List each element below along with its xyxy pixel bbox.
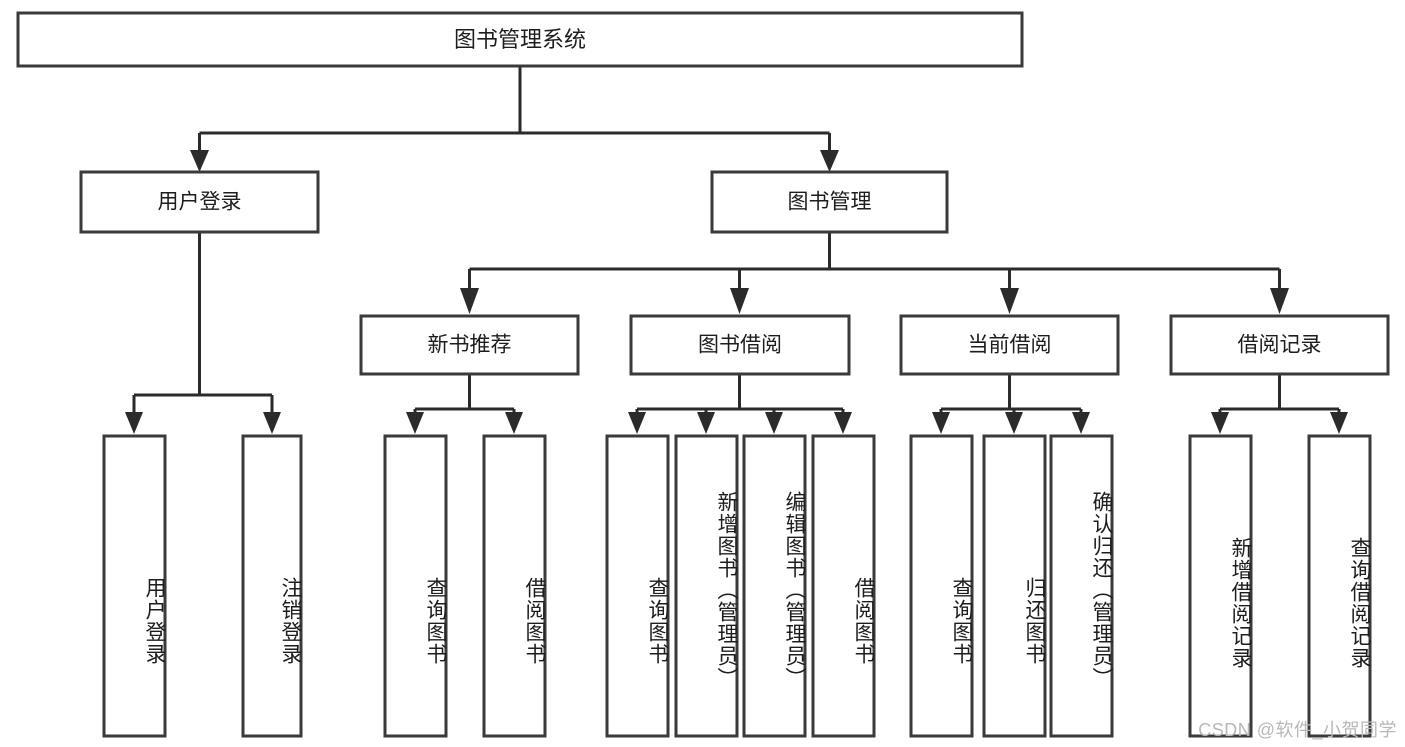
node-user-login[interactable] (79, 170, 320, 234)
connector-user-login-bus (132, 232, 274, 414)
connector-book-borrow-bus (635, 374, 845, 414)
node-leaf-edit-book-admin[interactable] (742, 434, 807, 738)
connector-layer (132, 66, 1341, 414)
connector-new-book-recommend-bus (413, 374, 516, 414)
node-leaf-query-book-3[interactable] (909, 434, 974, 738)
arrowhead-to-new-book-recommend (460, 288, 479, 314)
node-current-borrow-label: 当前借阅 (968, 334, 1052, 357)
arrowhead-to-user-login (190, 150, 209, 172)
arrowhead-to-leaf-borrow-book-1 (505, 412, 523, 434)
arrowhead-to-current-borrow (1000, 288, 1019, 314)
arrowhead-to-book-borrow (730, 288, 749, 314)
arrowhead-to-leaf-add-record (1211, 412, 1229, 434)
node-new-book-recommend-label: 新书推荐 (428, 334, 512, 357)
node-book-management-label: 图书管理 (788, 191, 872, 214)
node-leaf-query-record[interactable] (1307, 434, 1372, 738)
arrowhead-to-leaf-edit-book-admin (765, 412, 783, 434)
connector-root-to-level1 (198, 66, 831, 152)
node-root-label: 图书管理系统 (454, 27, 586, 52)
arrowhead-to-leaf-confirm-return (1072, 412, 1090, 434)
node-book-borrow[interactable] (629, 314, 851, 376)
watermark-text: CSDN @软件_小贺同学 (1198, 720, 1397, 740)
node-leaf-confirm-return[interactable] (1049, 434, 1114, 738)
connector-current-borrow-bus (939, 374, 1083, 414)
node-leaf-borrow-book-1[interactable] (482, 434, 547, 738)
arrowhead-to-borrow-record (1270, 288, 1289, 314)
node-borrow-record-label: 借阅记录 (1238, 334, 1322, 357)
node-leaf-return-book[interactable] (982, 434, 1047, 738)
node-book-management[interactable] (710, 170, 949, 234)
arrowhead-to-leaf-query-book-1 (406, 412, 424, 434)
node-book-borrow-label: 图书借阅 (698, 334, 782, 357)
node-leaf-borrow-book-2[interactable] (811, 434, 876, 738)
arrowhead-to-leaf-user-login (125, 412, 143, 434)
node-leaf-query-book-2[interactable] (605, 434, 670, 738)
arrowhead-to-leaf-query-book-3 (932, 412, 950, 434)
node-user-login-label: 用户登录 (158, 191, 242, 214)
node-leaf-add-record[interactable] (1188, 434, 1253, 738)
node-borrow-record[interactable] (1169, 314, 1390, 376)
arrowhead-to-leaf-logout (263, 412, 281, 434)
connector-book-management-bus (468, 232, 1281, 288)
connector-borrow-record-bus (1218, 374, 1341, 414)
node-leaf-query-book-1[interactable] (383, 434, 448, 738)
node-layer: 图书管理系统 用户登录 图书管理 新书推荐 图书借阅 当前借阅 借阅记录 (16, 11, 1390, 738)
node-leaf-logout[interactable] (241, 434, 303, 738)
node-new-book-recommend[interactable] (359, 314, 580, 376)
arrowhead-to-leaf-return-book (1005, 412, 1023, 434)
node-leaf-user-login[interactable] (102, 434, 167, 738)
node-current-borrow[interactable] (899, 314, 1120, 376)
arrowhead-to-leaf-query-record (1330, 412, 1348, 434)
arrowhead-layer (125, 150, 1348, 434)
arrowhead-to-leaf-query-book-2 (628, 412, 646, 434)
arrowhead-to-leaf-borrow-book-2 (834, 412, 852, 434)
arrowhead-to-book-management (820, 150, 839, 172)
node-leaf-add-book-admin[interactable] (674, 434, 739, 738)
arrowhead-to-leaf-add-book-admin (697, 412, 715, 434)
node-root[interactable] (16, 11, 1024, 68)
